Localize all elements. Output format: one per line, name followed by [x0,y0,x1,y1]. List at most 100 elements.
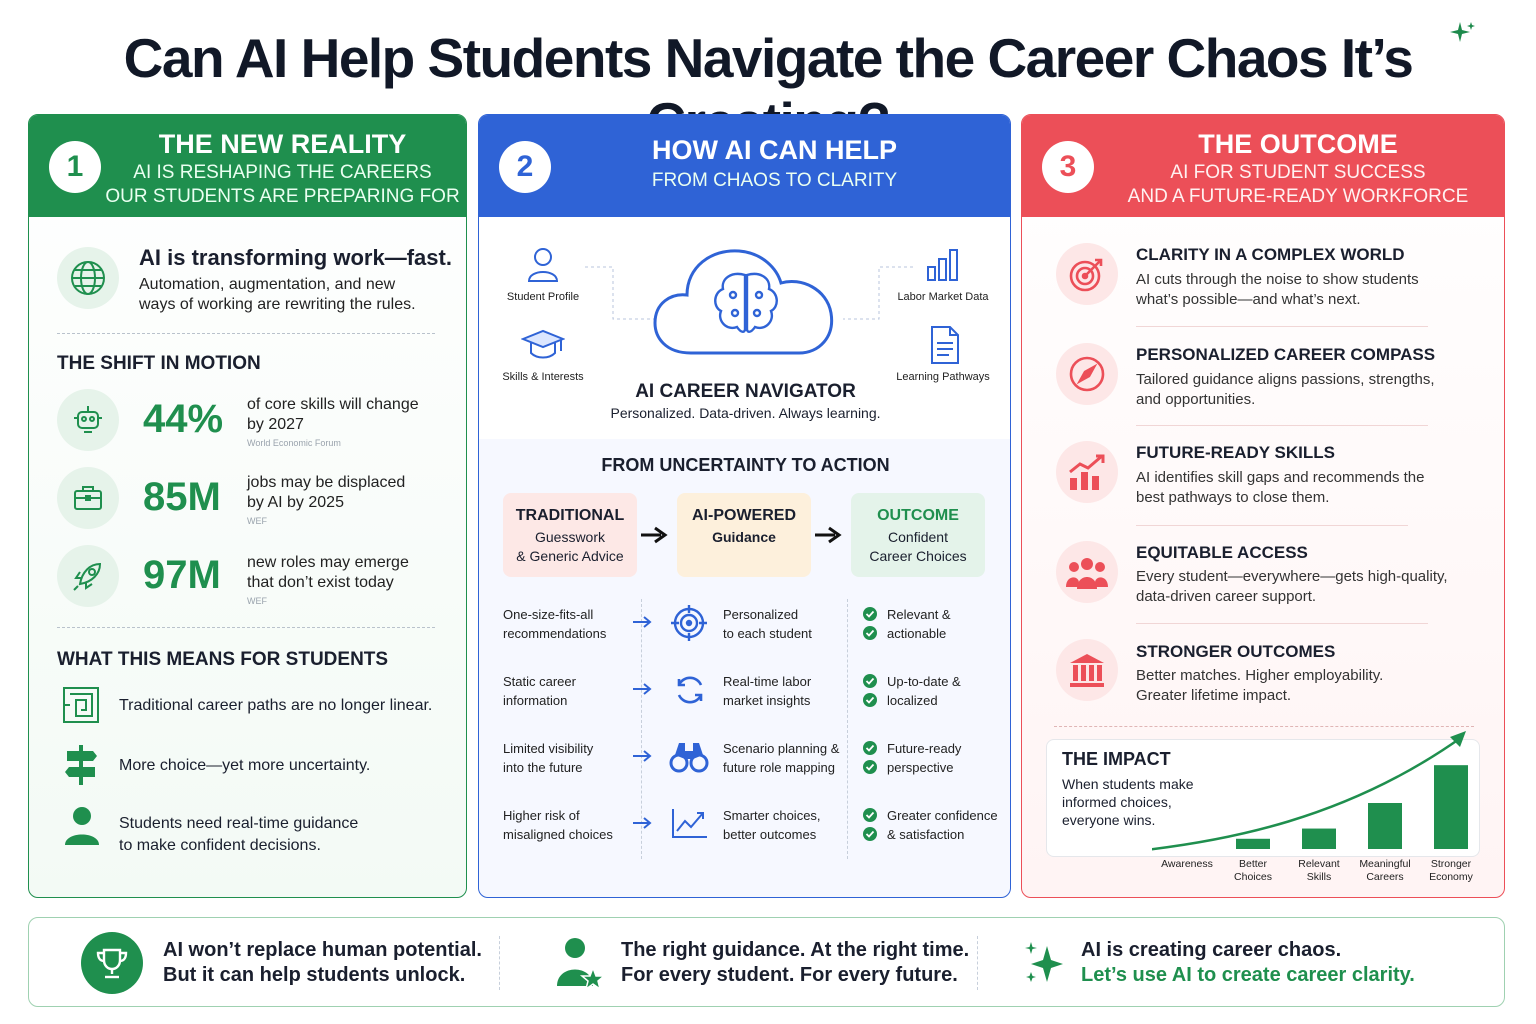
row-outcome: localized [887,693,938,708]
flow-text: & Generic Advice [516,548,624,564]
row-before: One-size-fits-all [503,607,594,622]
row-ai: better outcomes [723,827,817,842]
check-icon [863,741,877,755]
footer-text: The right guidance. At the right time. [621,939,970,961]
outcome-text: AI cuts through the noise to show studen… [1136,271,1419,288]
student-icon [65,807,99,845]
trend-arrow-head [1450,731,1466,747]
sparkle-icon [1450,22,1475,42]
panel-header: 2 HOW AI CAN HELP FROM CHAOS TO CLARITY [479,115,1010,217]
row-ai: market insights [723,693,811,708]
stat-text: jobs may be displaced [247,474,406,491]
growth-chart-icon [1056,441,1118,503]
document-icon [931,326,959,364]
panel-subtitle: FROM CHAOS TO CLARITY [651,170,898,191]
flow-box-outcome: OUTCOME Confident Career Choices [851,493,985,577]
tick-label: Awareness [1161,858,1213,870]
bar-meaningful-careers [1368,803,1402,849]
outcome-text: Tailored guidance aligns passions, stren… [1136,371,1435,388]
panel-title: THE NEW REALITY [158,129,407,159]
row-outcome: Relevant & [887,607,951,622]
arrow-right-icon [633,750,652,762]
flow-title: OUTCOME [877,507,959,524]
stat-text: by 2027 [247,416,304,433]
sparkle-icon [1025,942,1063,982]
row-ai: to each student [723,626,812,641]
tick-label: Economy [1429,871,1474,883]
person-star-icon [557,938,605,990]
outcome-text: what’s possible—and what’s next. [1136,291,1361,308]
row-before: Limited visibility [503,741,594,756]
panel-subtitle: OUR STUDENTS ARE PREPARING FOR [105,186,460,207]
stat-source: WEF [247,596,267,606]
impact-text: everyone wins. [1062,812,1156,828]
navigator-title: AI CAREER NAVIGATOR [635,381,856,402]
outcome-text: best pathways to close them. [1136,489,1330,506]
row-outcome: Up-to-date & [887,674,961,689]
outcome-text: AI identifies skill gaps and recommends … [1136,469,1425,486]
rocket-icon [57,545,119,607]
panel-outcome: 3 THE OUTCOME AI FOR STUDENT SUCCESS AND… [1021,114,1505,898]
panel-how-ai-helps: 2 HOW AI CAN HELP FROM CHAOS TO CLARITY … [478,114,1011,898]
panel-subtitle: AI IS RESHAPING THE CAREERS [133,162,432,183]
footer-text: Let’s use AI to create career clarity. [1081,964,1415,986]
tick-label: Stronger [1431,858,1472,870]
bar-better-choices [1236,838,1270,849]
row-outcome: actionable [887,626,947,641]
check-icon [863,760,877,774]
binoculars-icon [669,743,709,773]
navigator-subtitle: Personalized. Data-driven. Always learni… [610,405,881,421]
input-label: Labor Market Data [897,291,989,303]
trend-icon [672,809,707,838]
outcome-title: FUTURE-READY SKILLS [1136,443,1335,462]
trend-arrow [1152,735,1463,851]
check-icon [863,693,877,707]
panel-title: HOW AI CAN HELP [652,135,897,165]
footer-text: AI is creating career chaos. [1081,939,1342,961]
panel-title: THE OUTCOME [1198,129,1398,159]
trophy-icon [81,932,143,994]
outcome-text: data-driven career support. [1136,588,1317,605]
check-icon [863,808,877,822]
intro-text: ways of working are rewriting the rules. [139,296,416,313]
tick-label: Choices [1234,871,1272,883]
section-heading: FROM UNCERTAINTY TO ACTION [601,455,890,475]
footer-banner: AI won’t replace human potential. But it… [28,917,1505,1007]
outcome-title: EQUITABLE ACCESS [1136,543,1308,562]
means-text: Traditional career paths are no longer l… [119,697,433,714]
impact-text: informed choices, [1062,794,1172,810]
outcome-text: Greater lifetime impact. [1136,687,1292,704]
maze-icon [63,687,99,723]
user-profile-icon [527,248,559,282]
row-outcome: & satisfaction [887,827,965,842]
signpost-icon [65,745,97,785]
arrow-right-icon [641,526,668,544]
check-icon [863,674,877,688]
bar-chart-icon [927,249,958,281]
bar-relevant-skills [1302,828,1336,849]
outcome-title: STRONGER OUTCOMES [1136,642,1336,661]
row-ai: Personalized [723,607,799,622]
input-label: Student Profile [506,291,580,303]
row-before: Static career [503,674,576,689]
target-icon [671,605,707,641]
stat-text: that don’t exist today [247,574,394,591]
input-label: Learning Pathways [896,371,990,383]
section-heading: WHAT THIS MEANS FOR STUDENTS [57,649,389,670]
row-outcome: perspective [887,760,954,775]
robot-icon [57,389,119,451]
impact-card [1046,739,1480,857]
row-before: into the future [503,760,583,775]
tick-label: Careers [1366,871,1403,883]
row-before: misaligned choices [503,827,613,842]
step-number: 2 [499,141,551,193]
row-before: Higher risk of [503,808,580,823]
flow-text: Guesswork [534,529,606,545]
means-text: to make confident decisions. [119,837,321,854]
tick-label: Skills [1307,871,1332,883]
check-icon [863,607,877,621]
flow-title: TRADITIONAL [515,507,625,524]
panel-subtitle: AND A FUTURE-READY WORKFORCE [1127,186,1469,207]
institution-icon [1056,639,1118,701]
